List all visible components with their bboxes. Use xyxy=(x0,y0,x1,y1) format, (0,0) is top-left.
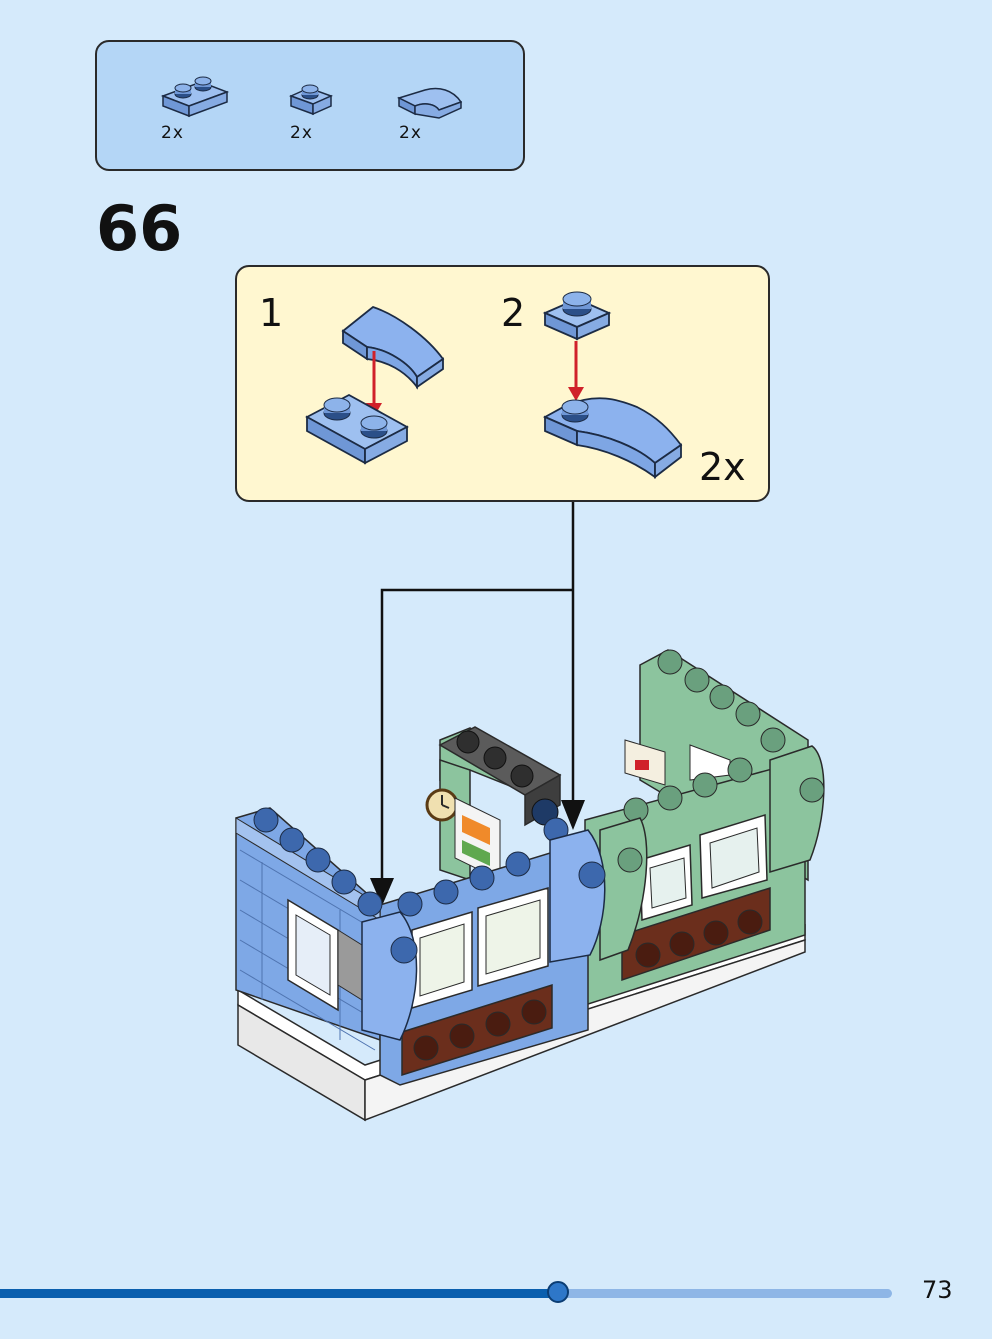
subassembly-callout: 1 2 2x xyxy=(235,265,770,502)
blue-building xyxy=(235,807,606,1086)
substep-1-diagram xyxy=(305,305,445,465)
arrow-head-right xyxy=(561,800,585,830)
part-quantity: 2x xyxy=(161,123,184,143)
plate-1x2-icon xyxy=(160,76,230,118)
step-number: 66 xyxy=(96,192,183,265)
substep-number: 2 xyxy=(501,291,526,335)
part-item: 2x xyxy=(395,60,485,160)
progress-bar xyxy=(0,1289,892,1298)
curved-slope-icon xyxy=(341,305,445,390)
substep-2-diagram xyxy=(542,291,683,479)
substep-number: 1 xyxy=(259,291,284,335)
clock-icon xyxy=(425,788,459,822)
menu-board-icon xyxy=(624,739,666,786)
part-item: 2x xyxy=(157,60,247,160)
placement-arrows xyxy=(380,502,575,890)
part-quantity: 2x xyxy=(290,123,313,143)
page-number: 73 xyxy=(922,1276,953,1304)
plate-1x1-icon xyxy=(288,84,334,116)
progress-bar-fill xyxy=(0,1289,558,1298)
dark-grey-brick xyxy=(438,726,562,827)
parts-list-callout: 2x 2x 2x xyxy=(95,40,525,171)
curved-slope-icon xyxy=(542,397,683,479)
subassembly-quantity: 2x xyxy=(699,445,746,489)
plate-1x2-icon xyxy=(305,393,409,465)
shop-sign-icon xyxy=(454,797,501,881)
arrow-head-left xyxy=(370,878,394,906)
part-item: 2x xyxy=(287,60,377,160)
curved-slope-icon xyxy=(396,87,463,119)
part-quantity: 2x xyxy=(399,123,422,143)
progress-indicator-icon xyxy=(547,1281,569,1303)
plate-1x1-icon xyxy=(542,291,612,341)
